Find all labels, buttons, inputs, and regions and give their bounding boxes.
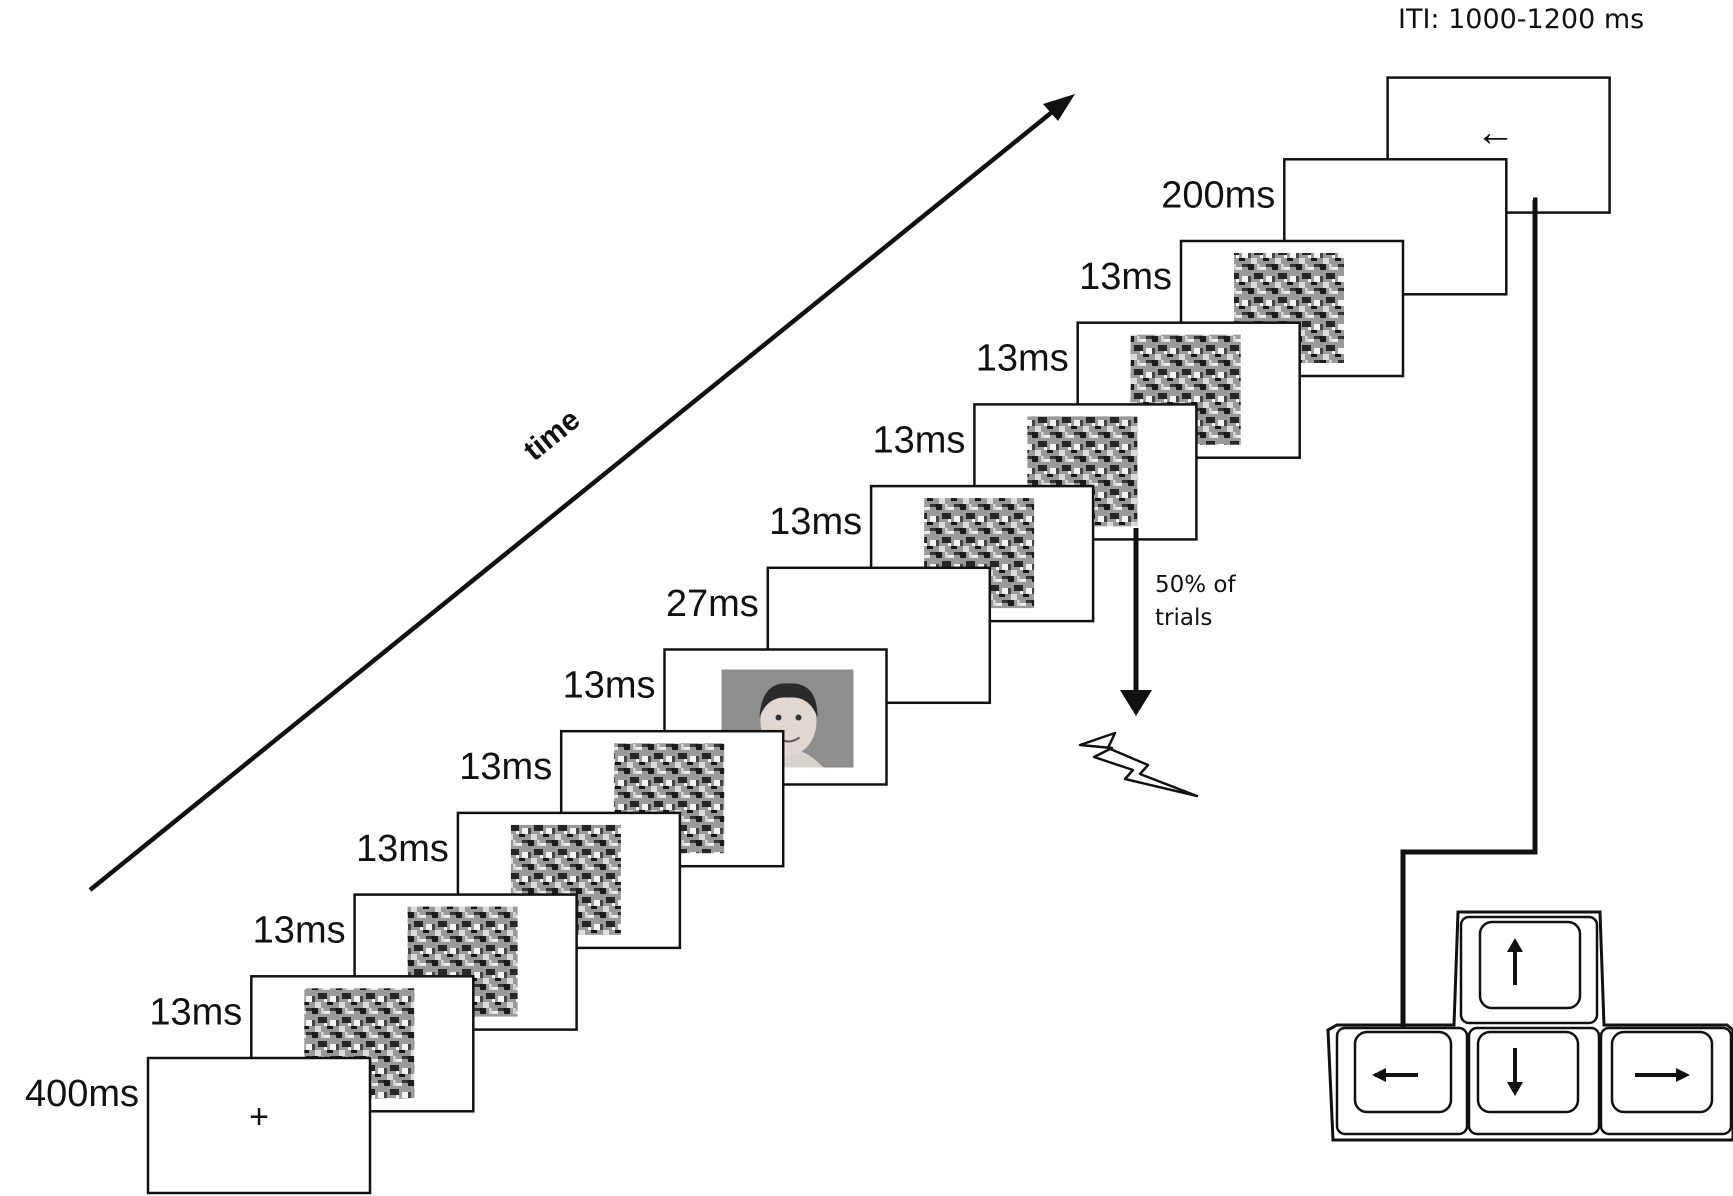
duration-label-10: 13ms [1079,256,1172,298]
right-arrow-key[interactable] [1599,1026,1733,1136]
response-arrow-symbol: ← [1476,111,1516,155]
arrow-keyboard [1326,910,1733,1142]
up-arrow-icon [1507,938,1523,952]
duration-label-2: 13ms [253,910,346,952]
shock-note-line1: 50% of [1155,572,1237,598]
keyboard-outline [1326,910,1733,1142]
duration-label-9: 13ms [976,338,1069,380]
right-arrow-icon [1676,1068,1690,1082]
duration-label-8: 13ms [872,419,965,461]
iti-label: ITI: 1000-1200 ms [1398,4,1644,35]
left-arrow-key[interactable] [1335,1026,1469,1136]
frame-stack: ←200ms13ms13ms13ms13ms27ms13ms13ms13ms13… [25,76,1611,1195]
up-arrow-key[interactable] [1459,915,1599,1025]
face-hair [759,683,818,718]
face-eye-left [775,714,782,721]
down-arrow-key[interactable] [1467,1026,1601,1136]
duration-label-6: 27ms [666,583,759,625]
duration-label-11: 200ms [1161,174,1275,216]
duration-label-7: 13ms [769,501,862,543]
duration-label-1: 13ms [149,991,242,1033]
frame-0-border [146,1056,372,1195]
duration-label-5: 13ms [563,665,656,707]
duration-label-3: 13ms [356,828,449,870]
face-eye-right [795,714,802,721]
down-arrow-icon [1507,1082,1523,1096]
time-label: time [518,403,587,467]
shock-arrow-head [1120,690,1152,716]
response-path [1400,197,1538,1065]
diagonal-arrow-icon [88,102,1064,892]
time-arrow-head [1043,94,1075,121]
duration-label-4: 13ms [459,746,552,788]
lightning-bolt-icon [1078,731,1199,798]
duration-label-0: 400ms [25,1073,139,1115]
shock-branch: 50% of trials [1078,528,1237,798]
fixation-cross: + [249,1098,269,1136]
left-arrow-icon [1372,1068,1386,1082]
shock-note-line2: trials [1155,605,1212,631]
frame-0-fixation: +400ms [25,1056,372,1195]
